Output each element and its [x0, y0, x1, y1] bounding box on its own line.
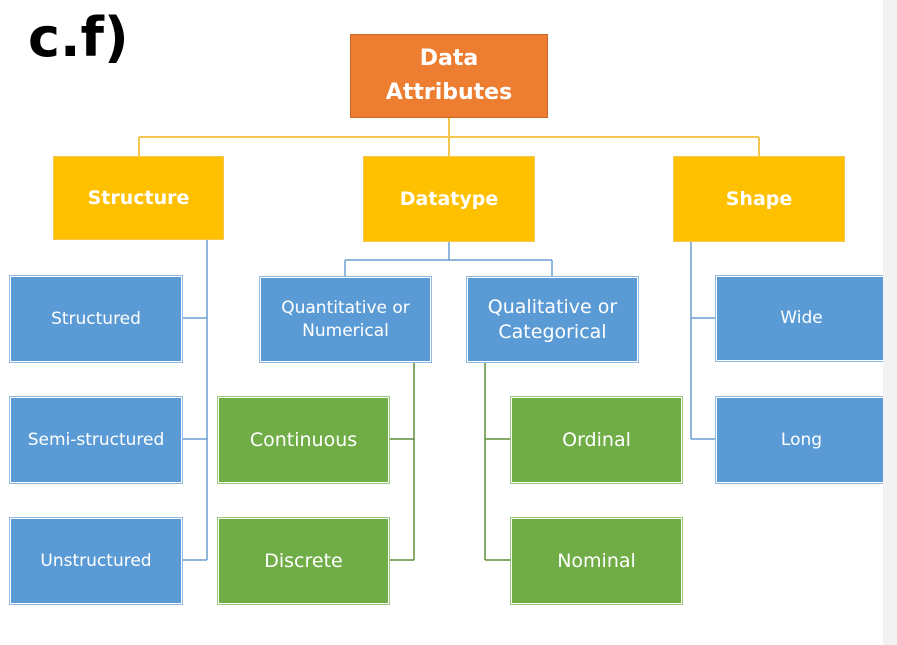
node-quantitative-line1: Quantitative or — [281, 298, 410, 319]
node-datatype: Datatype — [363, 156, 535, 242]
node-ordinal: Ordinal — [510, 396, 683, 484]
node-structure-label: Structure — [87, 186, 190, 209]
diagram-heading: c.f) — [28, 6, 129, 69]
node-shape: Shape — [673, 156, 845, 242]
shape-connectors — [690, 242, 716, 440]
node-semi-structured-label: Semi-structured — [27, 429, 165, 450]
node-continuous: Continuous — [217, 396, 390, 484]
structure-connectors — [182, 240, 208, 561]
quantitative-connectors — [389, 362, 415, 561]
node-structured: Structured — [9, 275, 183, 363]
node-nominal: Nominal — [510, 517, 683, 605]
node-qualitative-or-categorical: Qualitative or Categorical — [466, 276, 639, 363]
node-unstructured: Unstructured — [9, 517, 183, 605]
node-quantitative-or-numerical: Quantitative or Numerical — [259, 276, 432, 363]
node-unstructured-label: Unstructured — [40, 550, 152, 571]
node-nominal-label: Nominal — [557, 549, 636, 572]
node-qualitative-line1: Qualitative or — [487, 295, 618, 318]
node-discrete-label: Discrete — [264, 549, 343, 572]
node-shape-label: Shape — [725, 187, 793, 210]
node-wide: Wide — [715, 275, 888, 362]
datatype-connectors — [344, 242, 553, 277]
node-quantitative-line2: Numerical — [302, 320, 389, 341]
node-discrete: Discrete — [217, 517, 390, 605]
node-ordinal-label: Ordinal — [562, 428, 631, 451]
node-data-attributes: Data Attributes — [350, 34, 548, 118]
node-data-attributes-line2: Attributes — [385, 80, 513, 105]
qualitative-connectors — [484, 362, 511, 561]
node-continuous-label: Continuous — [249, 428, 358, 451]
right-edge-strip — [883, 0, 897, 645]
node-datatype-label: Datatype — [399, 187, 499, 210]
node-structured-label: Structured — [51, 308, 141, 329]
root-connectors — [138, 118, 760, 156]
node-data-attributes-line1: Data — [419, 45, 479, 71]
node-semi-structured: Semi-structured — [9, 396, 183, 484]
node-long-label: Long — [780, 429, 823, 450]
node-qualitative-line2: Categorical — [498, 320, 607, 343]
node-structure: Structure — [53, 156, 224, 240]
node-wide-label: Wide — [780, 308, 823, 329]
node-long: Long — [715, 396, 888, 484]
